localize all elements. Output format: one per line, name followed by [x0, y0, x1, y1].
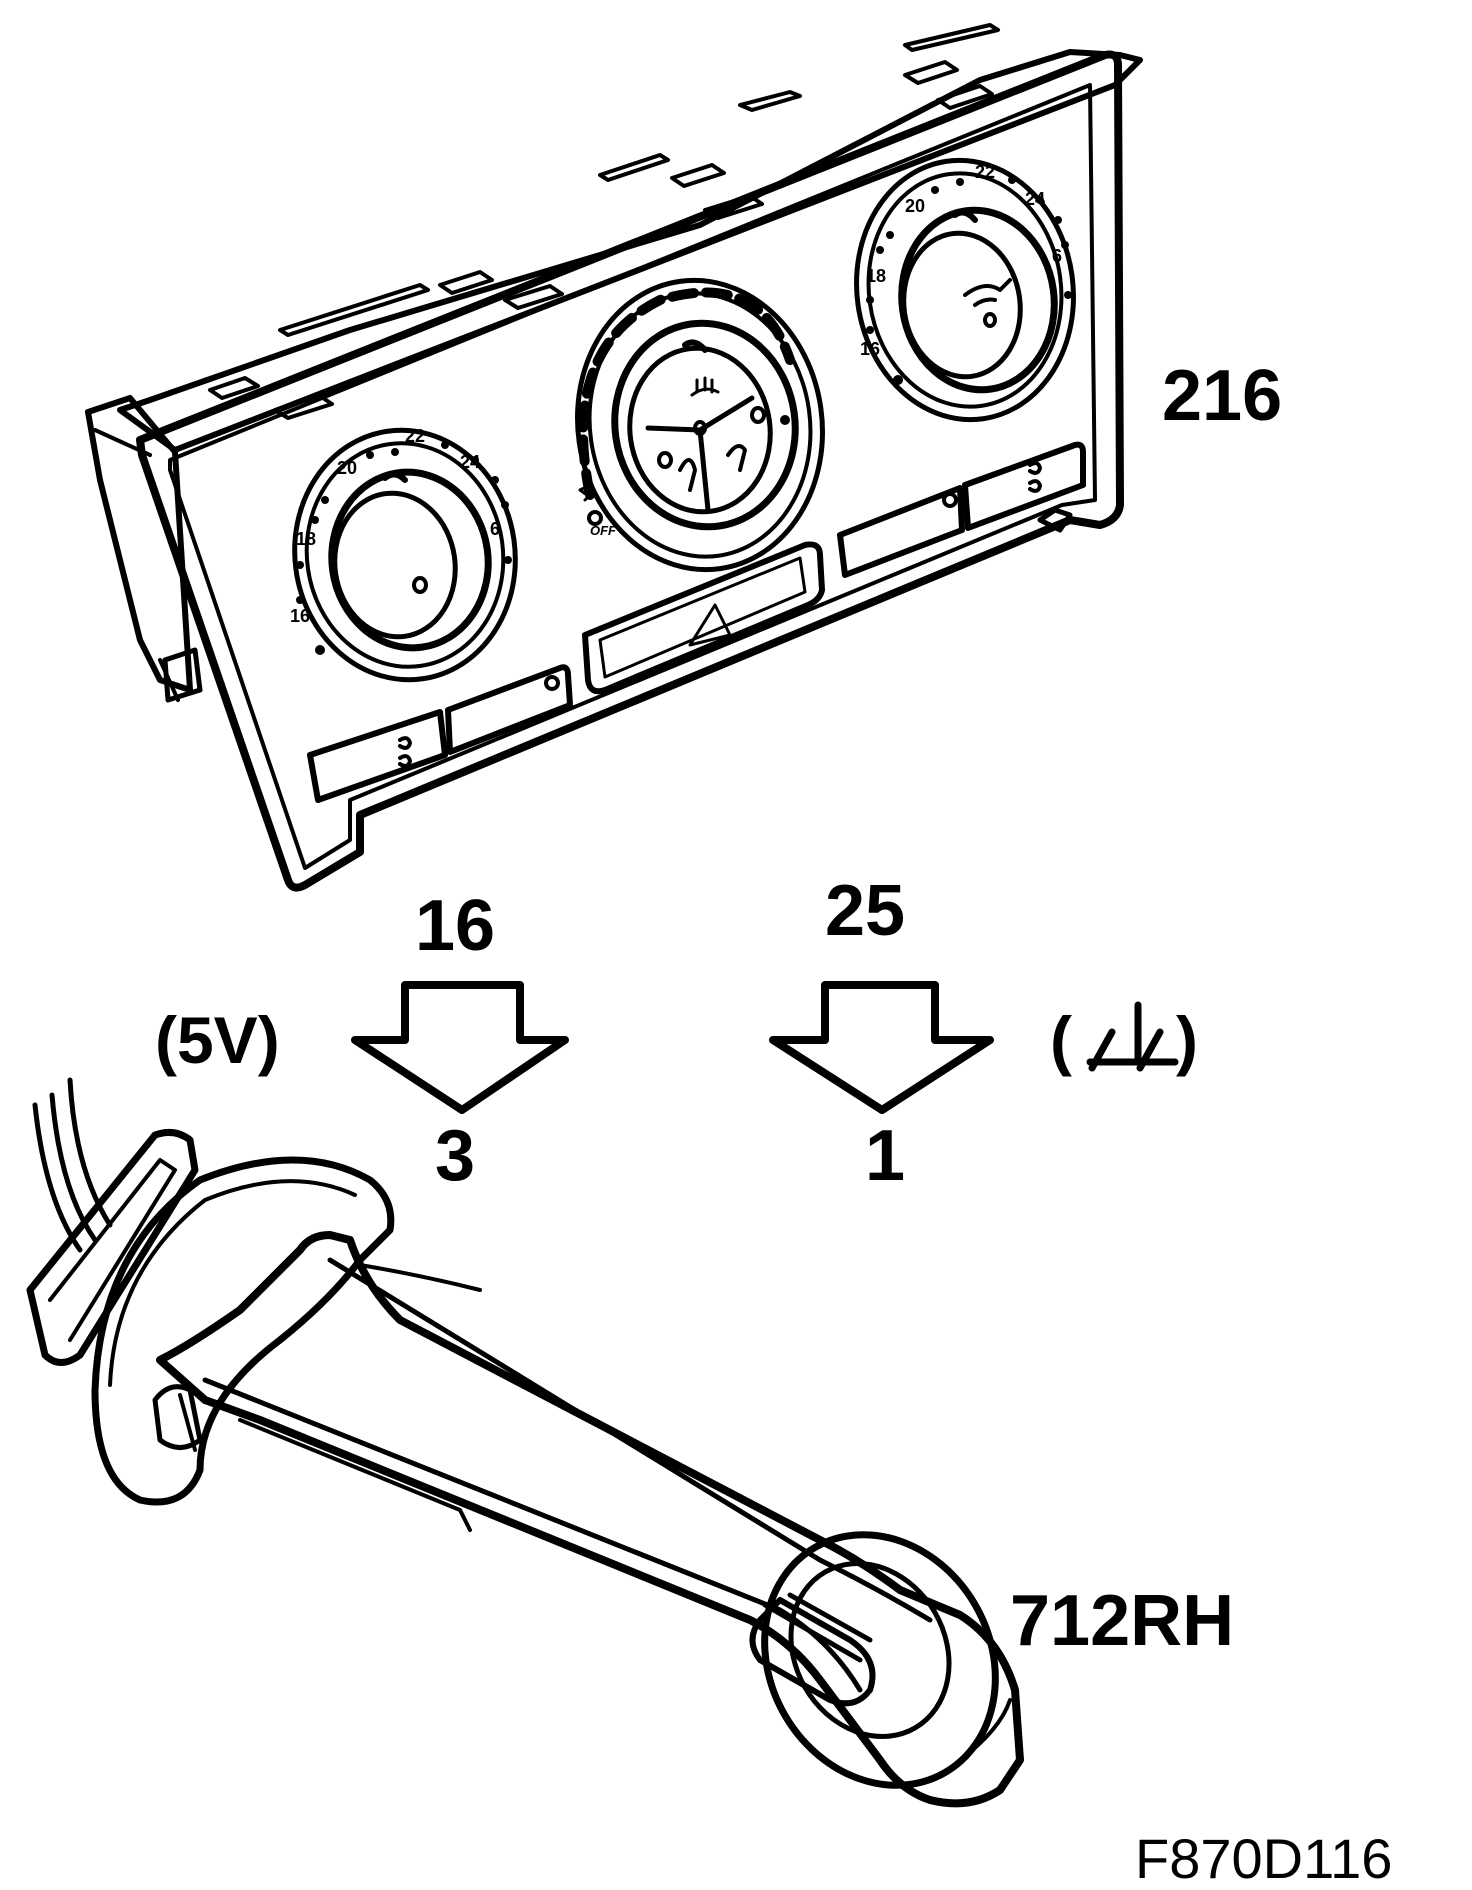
ground-icon: [1086, 1001, 1179, 1072]
right-dial-6: 6: [1052, 246, 1062, 266]
label-pin-25: 25: [825, 871, 905, 951]
left-dial-18: 18: [296, 529, 316, 549]
left-dial-16: 16: [290, 606, 310, 626]
hazard-triangle-icon: [688, 603, 732, 647]
label-pin-3: 3: [435, 1116, 475, 1196]
right-dial-22: 22: [975, 162, 995, 182]
label-pin-16: 16: [415, 886, 495, 966]
left-dial-6: 6: [490, 519, 500, 539]
pin-16-to-3-arrow: 16 3 (5V): [155, 886, 569, 1196]
label-712rh: 712RH: [1010, 1581, 1234, 1661]
right-temperature-dial[interactable]: 16 18 20 22 24 6: [840, 146, 1090, 434]
ground-open-paren: (: [1050, 1003, 1072, 1077]
left-buttons[interactable]: [307, 664, 573, 803]
pin-25-to-1-arrow: 25 1 ( ): [769, 871, 1198, 1196]
hazard-button[interactable]: [582, 541, 825, 695]
fan-off-label: OFF: [590, 523, 617, 538]
right-buttons[interactable]: [837, 441, 1086, 578]
ground-close-paren: ): [1176, 1003, 1198, 1077]
humidity-sensor-712rh: [26, 1077, 1024, 1808]
right-dial-20: 20: [905, 196, 925, 216]
right-dial-24: 24: [1025, 189, 1045, 209]
left-temperature-dial[interactable]: 16 18 20 22 24 6: [279, 416, 532, 694]
label-5v: (5V): [155, 1003, 280, 1077]
label-pin-1: 1: [865, 1116, 905, 1196]
right-dial-16: 16: [860, 339, 880, 359]
panel-housing-side: [85, 395, 193, 693]
label-216: 216: [1162, 356, 1282, 436]
panel-top-clips: [208, 23, 1000, 420]
panel-housing-top: [117, 49, 1143, 453]
figure-code: F870D116: [1135, 1827, 1392, 1890]
panel-front-face: [136, 50, 1124, 892]
left-dial-24: 24: [460, 452, 480, 472]
fan-air-distribution-dial[interactable]: OFF: [559, 264, 841, 585]
left-dial-22: 22: [405, 426, 425, 446]
right-dial-18: 18: [866, 266, 886, 286]
left-dial-20: 20: [337, 458, 357, 478]
climate-control-panel: 16 18 20 22 24 6: [85, 23, 1143, 892]
